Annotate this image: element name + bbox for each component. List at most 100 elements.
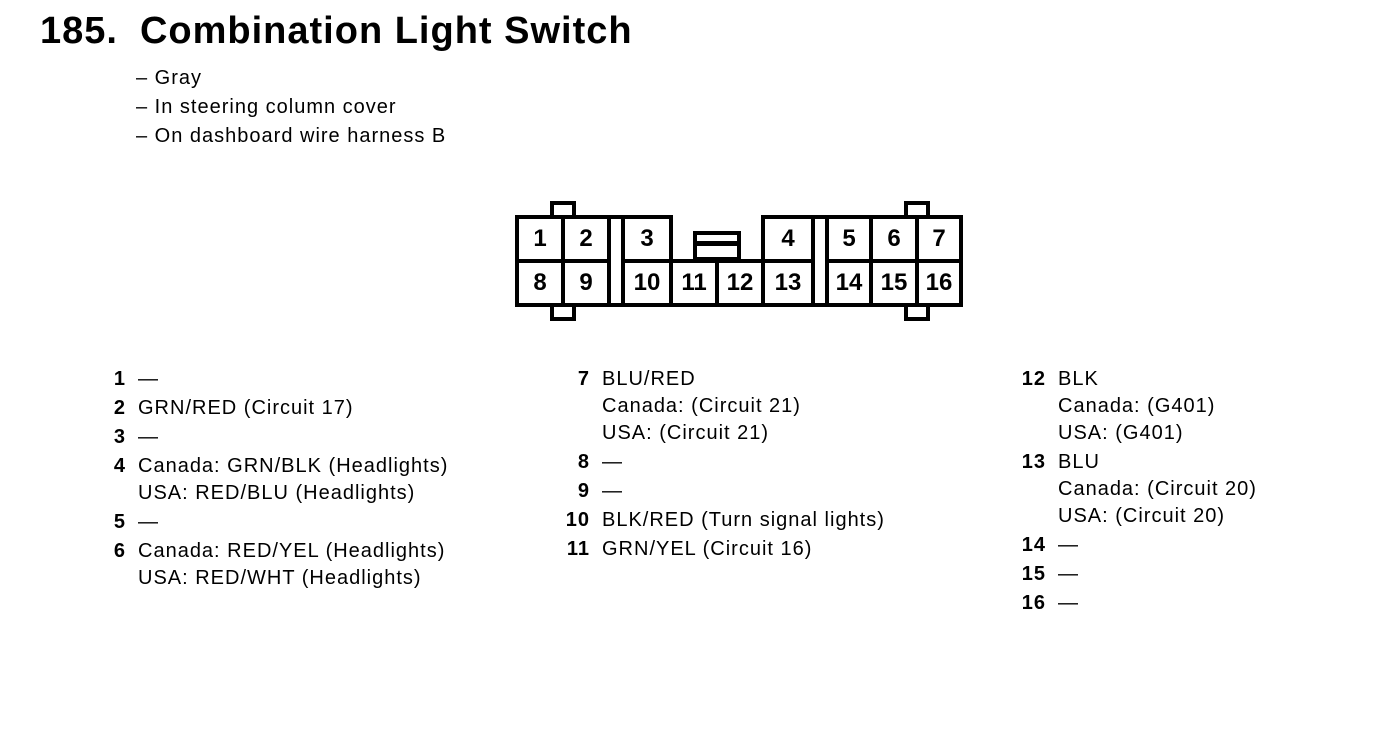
pin-number: 14: [1021, 534, 1046, 556]
pin-number: 5: [113, 511, 126, 533]
pin-description-line: —: [1058, 592, 1079, 614]
pin-number: 12: [1021, 368, 1046, 390]
section-heading: 185. Combination Light Switch: [40, 10, 633, 53]
pin-number: 3: [113, 426, 126, 448]
connector-pin-cell-1: 1: [515, 215, 565, 263]
connector-mount-tab-top-right: [904, 201, 930, 215]
connector-note-line: – In steering column cover: [136, 96, 397, 118]
pin-description-line: Canada: (Circuit 21): [602, 395, 801, 417]
pin-description-line: BLU/RED: [602, 368, 696, 390]
pin-number: 13: [1021, 451, 1046, 473]
section-number: 185.: [40, 10, 118, 52]
connector-mount-tab-top-left: [550, 201, 576, 215]
page-title: Combination Light Switch: [139, 10, 633, 52]
pin-entry-6: 6 Canada: RED/YEL (Headlights)USA: RED/WH…: [98, 538, 448, 592]
connector-note-line: – Gray: [136, 67, 203, 89]
connector-mount-tab-bottom-left: [550, 307, 576, 321]
pin-number: 7: [577, 368, 590, 390]
connector-pin-cell-13: 13: [761, 259, 815, 307]
pin-entry-9: 9—: [562, 478, 885, 505]
pin-number: 15: [1021, 563, 1046, 585]
connector-latch: [693, 231, 741, 261]
pin-list-column-3: 12 BLK Canada: (G401) USA: (G401) 13 BLU Canad…: [1018, 366, 1257, 619]
pin-entry-13: 13 BLU Canada: (Circuit 20) USA: (Circuit 2…: [1018, 449, 1257, 530]
pin-description: —: [138, 424, 159, 451]
pin-description-line: —: [138, 511, 159, 533]
pin-description-line: USA: (Circuit 20): [1058, 505, 1226, 527]
pin-description-line: Canada: GRN/BLK (Headlights): [138, 455, 449, 477]
pin-entry-5: 5—: [98, 509, 448, 536]
pin-description: —: [1058, 561, 1079, 588]
connector-pin-cell-2: 2: [561, 215, 611, 263]
connector-notes: – Gray – In steering column cover – On das…: [136, 64, 446, 151]
connector-pin-cell-5: 5: [825, 215, 873, 263]
pin-description: —: [1058, 590, 1079, 617]
pin-description: —: [602, 449, 623, 476]
connector-note-line: – On dashboard wire harness B: [136, 125, 447, 147]
connector-column: 12: [715, 215, 765, 307]
pin-description-line: —: [138, 426, 159, 448]
pin-description: GRN/RED (Circuit 17): [138, 395, 354, 422]
pin-description-line: Canada: (Circuit 20): [1058, 478, 1257, 500]
connector-pin-cell-12: 12: [715, 259, 765, 307]
pin-entry-11: 11 GRN/YEL (Circuit 16): [562, 536, 885, 563]
pin-description: GRN/YEL (Circuit 16): [602, 536, 812, 563]
pin-entry-14: 14 —: [1018, 532, 1257, 559]
connector-pin-cell-15: 15: [869, 259, 919, 307]
pin-entry-15: 15 —: [1018, 561, 1257, 588]
pin-description: —: [602, 478, 623, 505]
pin-description: —: [1058, 532, 1079, 559]
pin-description-line: —: [138, 368, 159, 390]
pin-number: 16: [1021, 592, 1046, 614]
pin-description-line: USA: RED/BLU (Headlights): [138, 482, 416, 504]
connector-pin-cell-3: 3: [621, 215, 673, 263]
pin-description-line: —: [1058, 534, 1079, 556]
pin-number: 6: [113, 540, 126, 562]
pin-entry-4: 4 Canada: GRN/BLK (Headlights) USA: RED/BL…: [98, 453, 448, 507]
pin-description-line: BLK/RED (Turn signal lights): [602, 509, 885, 531]
pin-description: —: [138, 366, 159, 393]
pin-description-line: USA: (Circuit 21): [602, 422, 770, 444]
pin-entry-8: 8—: [562, 449, 885, 476]
pin-description: BLK Canada: (G401) USA: (G401): [1058, 366, 1215, 447]
pin-entry-16: 16 —: [1018, 590, 1257, 617]
pin-number: 4: [113, 455, 126, 477]
connector-pin-cell-6: 6: [869, 215, 919, 263]
pin-number: 11: [566, 538, 590, 560]
pin-number: 1: [113, 368, 126, 390]
pin-number: 10: [565, 509, 590, 531]
pin-list-column-1: 1 — 2 GRN/RED (Circuit 17) 3 — 4 Canada: GRN/BL…: [98, 366, 448, 594]
connector-pin-cell-8: 8: [515, 259, 565, 307]
pin-description: —: [138, 509, 159, 536]
pin-description: BLU Canada: (Circuit 20) USA: (Circuit 20): [1058, 449, 1257, 530]
pin-description-line: —: [1058, 563, 1079, 585]
pin-entry-10: 10 BLK/RED (Turn signal lights): [562, 507, 885, 534]
connector-column: 11: [669, 215, 719, 307]
pin-description-line: GRN/RED (Circuit 17): [138, 397, 354, 419]
connector-pin-cell-14: 14: [825, 259, 873, 307]
pin-description-line: Canada: RED/YEL (Headlights): [138, 540, 446, 562]
connector-pin-cell-16: 16: [915, 259, 963, 307]
connector-pin-cell-9: 9: [561, 259, 611, 307]
pin-description-line: Canada: (G401): [1058, 395, 1216, 417]
pin-description: Canada: GRN/BLK (Headlights) USA: RED/BLU…: [138, 453, 448, 507]
connector-latch-bar: [697, 241, 737, 246]
pin-number: 2: [113, 397, 126, 419]
pin-number: 8: [577, 451, 590, 473]
pin-entry-12: 12 BLK Canada: (G401) USA: (G401): [1018, 366, 1257, 447]
pin-description-line: BLK: [1058, 368, 1099, 390]
pin-description: Canada: RED/YEL (Headlights)USA: RED/WHT…: [138, 538, 445, 592]
pin-entry-2: 2 GRN/RED (Circuit 17): [98, 395, 448, 422]
connector-pin-cell-7: 7: [915, 215, 963, 263]
pin-description-line: USA: (G401): [1058, 422, 1184, 444]
connector-pin-cell-10: 10: [621, 259, 673, 307]
pin-description-line: BLU: [1058, 451, 1100, 473]
